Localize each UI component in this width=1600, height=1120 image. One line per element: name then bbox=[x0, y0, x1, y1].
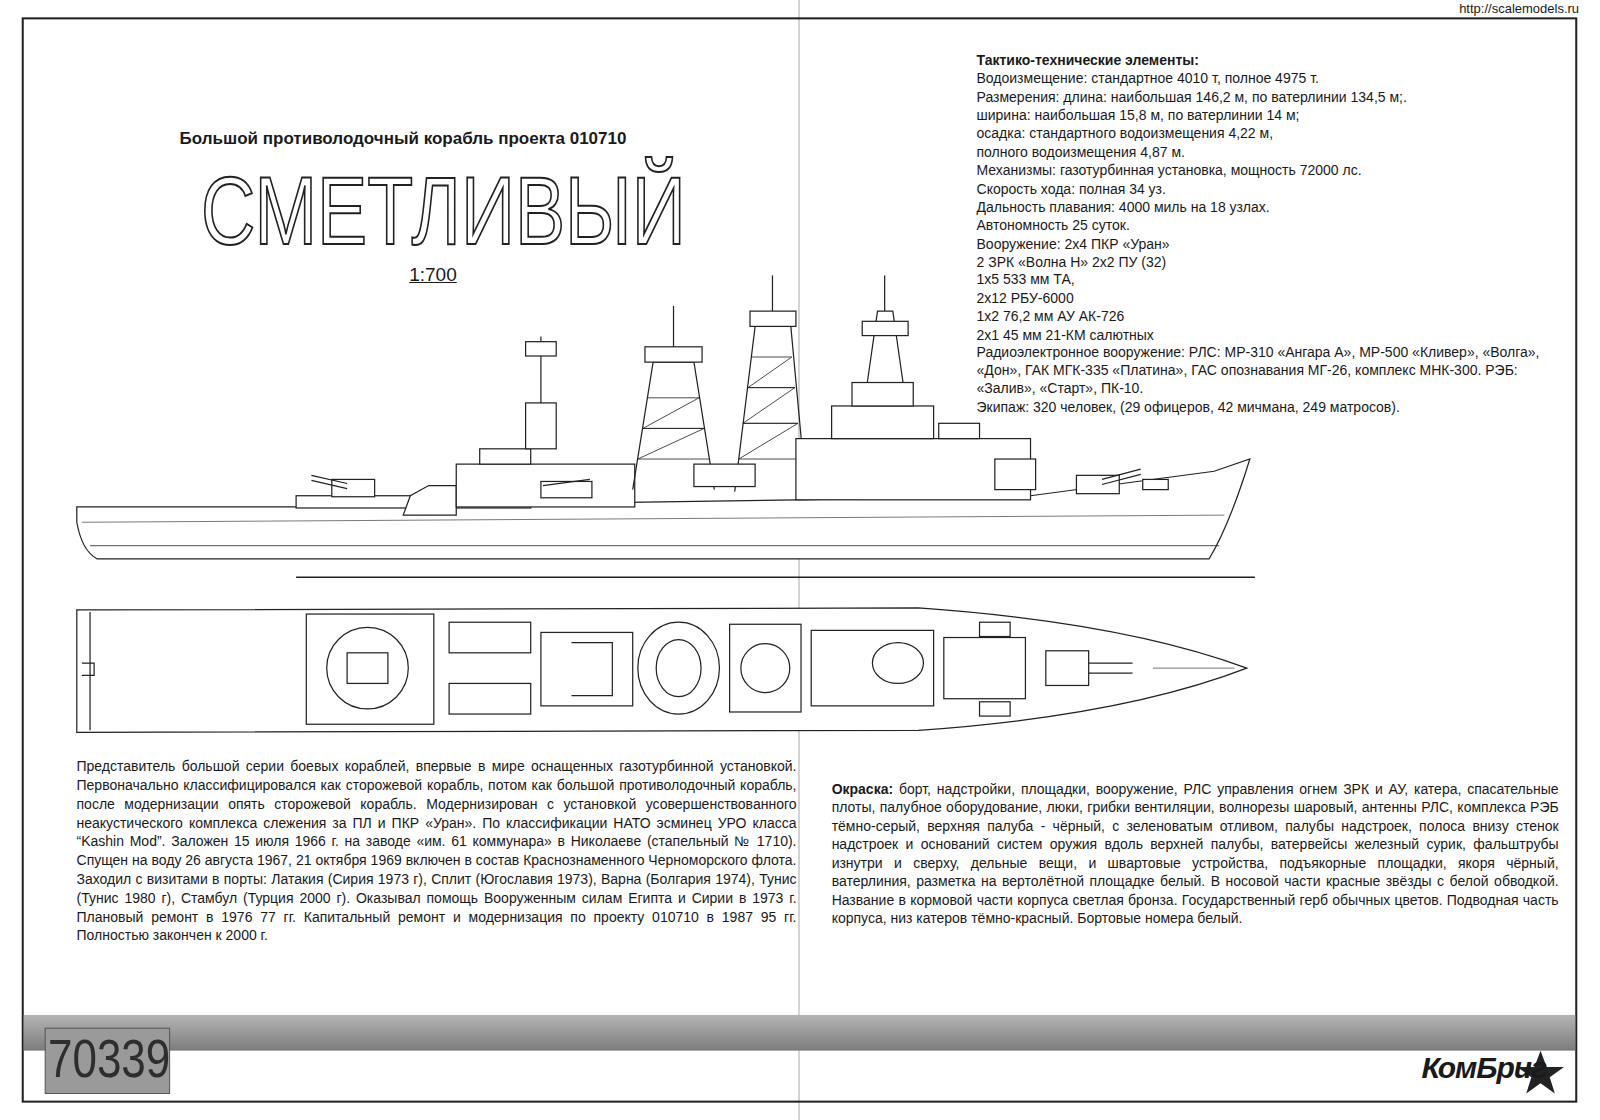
spec-line: 1х2 76,2 мм АУ АК-726 bbox=[977, 307, 1125, 325]
spec-line: Вооружение: 2х4 ПКР «Уран» bbox=[977, 235, 1170, 253]
spec-line: Скорость хода: полная 34 уз. bbox=[977, 180, 1166, 198]
spec-line: ширина: наибольшая 15,8 м, по ватерлинии… bbox=[977, 106, 1300, 124]
spec-line: Механизмы: газотурбинная установка, мощн… bbox=[977, 161, 1362, 179]
spec-line: осадка: стандартного водоизмещения 4,22 … bbox=[977, 124, 1274, 142]
paint-paragraph: Окраска: борт, надстройки, площадки, воо… bbox=[832, 780, 1559, 928]
spec-line: Экипаж: 320 человек, (29 офицеров, 42 ми… bbox=[977, 398, 1400, 416]
spec-line: Дальность плавания: 4000 миль на 18 узла… bbox=[977, 198, 1270, 216]
kit-number: 70339 bbox=[48, 1029, 170, 1089]
paint-text: борт, надстройки, площадки, вооружение, … bbox=[832, 781, 1559, 927]
paint-heading: Окраска: bbox=[832, 781, 893, 797]
spec-line: 2 ЗРК «Волна Н» 2х2 ПУ (32) bbox=[977, 253, 1167, 271]
spec-line: 1х5 533 мм ТА, bbox=[977, 270, 1075, 288]
ship-name-title: СМЕТЛИВЫЙ bbox=[201, 163, 686, 259]
maker-logo: КомБриг bbox=[1421, 1051, 1546, 1085]
spec-line: Водоизмещение: стандартное 4010 т, полно… bbox=[977, 69, 1319, 87]
spec-line: 2х12 РБУ-6000 bbox=[977, 289, 1074, 307]
spec-line: Радиоэлектронное вооружение: РЛС: МР-310… bbox=[977, 343, 1567, 397]
spec-line: 2х1 45 мм 21-КМ салютных bbox=[977, 326, 1154, 344]
spec-line: Размерения: длина: наибольшая 146,2 м, п… bbox=[977, 88, 1407, 106]
scale-label: 1:700 bbox=[409, 264, 457, 286]
spec-line: полного водоизмещения 4,87 м. bbox=[977, 143, 1185, 161]
history-paragraph: Представитель большой серии боевых кораб… bbox=[77, 757, 797, 945]
spec-heading: Тактико-технические элементы: bbox=[977, 51, 1199, 69]
subtitle-heading: Большой противолодочный корабль проекта … bbox=[180, 129, 627, 149]
spec-line: Автономность 25 суток. bbox=[977, 216, 1130, 234]
watermark-url: http://scalemodels.ru bbox=[1457, 1, 1581, 16]
